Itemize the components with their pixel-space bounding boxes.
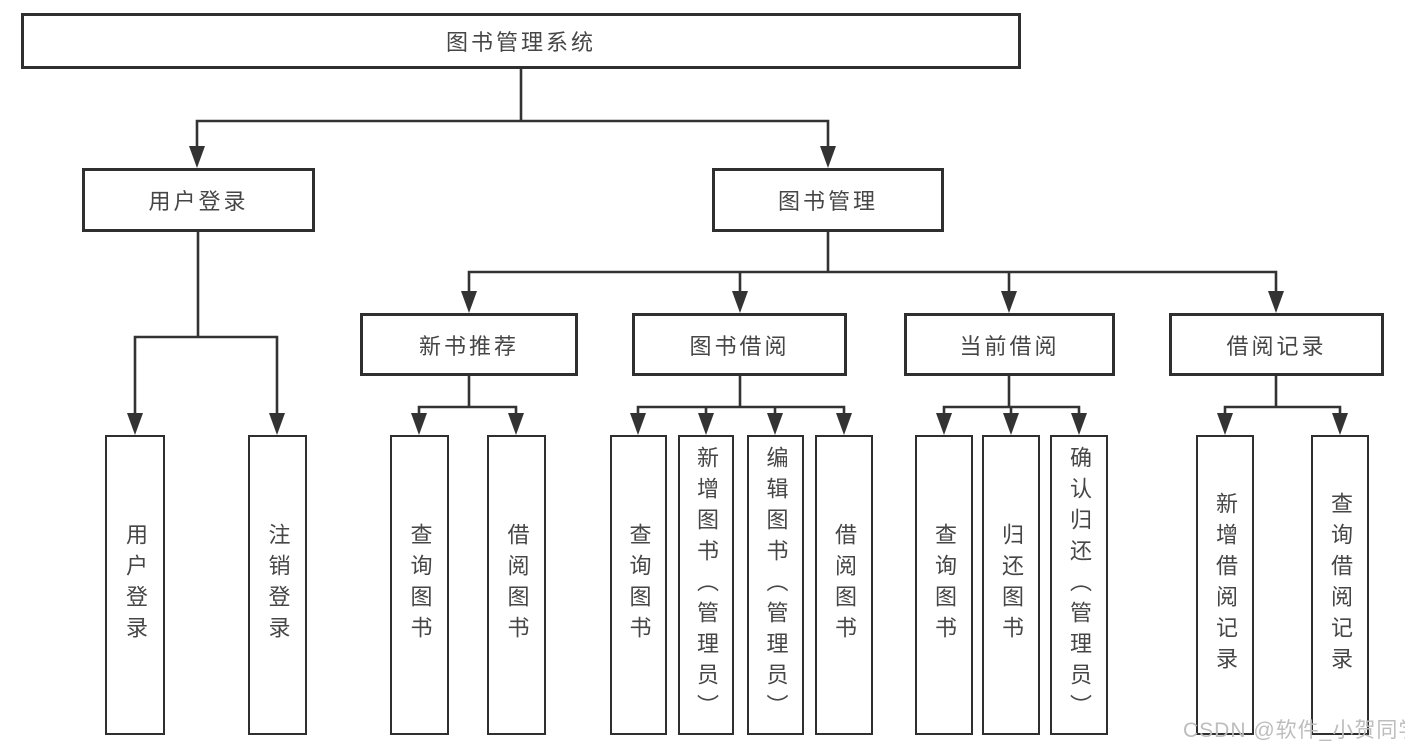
leaf-label: 查询图书 [626, 523, 652, 647]
leaf-query-books-current: 查询图书 [915, 435, 973, 735]
csdn-watermark: CSDN @软件_小贺同学 [1183, 719, 1405, 742]
node-borrow-records: 借阅记录 [1169, 313, 1384, 376]
connector-manage-to-level3 [461, 232, 1284, 313]
leaf-label: 借阅图书 [504, 523, 530, 647]
leaf-label: 注销登录 [265, 523, 291, 647]
leaf-label: 新增图书（管理员） [694, 445, 719, 725]
leaf-confirm-return-admin: 确认归还（管理员） [1050, 435, 1108, 735]
node-library-system: 图书管理系统 [21, 13, 1021, 69]
leaf-label: 确认归还（管理员） [1067, 445, 1092, 725]
node-book-borrow: 图书借阅 [632, 313, 847, 376]
leaf-label: 用户登录 [123, 523, 148, 647]
leaf-query-books-recommend: 查询图书 [390, 435, 449, 735]
connector-login-to-leaves [127, 232, 285, 435]
connector-current-to-leaves [936, 376, 1087, 435]
connector-records-to-leaves [1217, 376, 1348, 435]
leaf-query-books-borrow: 查询图书 [610, 435, 667, 735]
leaf-label: 查询图书 [407, 523, 433, 647]
leaf-label: 归还图书 [999, 523, 1024, 647]
leaf-label: 查询借阅记录 [1328, 492, 1353, 678]
leaf-label: 借阅图书 [832, 523, 857, 647]
leaf-user-login: 用户登录 [105, 435, 165, 735]
leaf-query-borrow-record: 查询借阅记录 [1311, 435, 1369, 735]
connector-borrow-to-leaves [630, 376, 852, 435]
node-current-borrow: 当前借阅 [904, 313, 1115, 376]
leaf-borrow-books-recommend: 借阅图书 [487, 435, 546, 735]
node-user-login: 用户登录 [82, 168, 315, 232]
leaf-borrow-books: 借阅图书 [815, 435, 873, 735]
leaf-label: 新增借阅记录 [1213, 492, 1238, 678]
leaf-label: 查询图书 [932, 523, 957, 647]
connector-recommend-to-leaves [411, 376, 524, 435]
connector-root-to-level2 [189, 69, 836, 168]
leaf-edit-book-admin: 编辑图书（管理员） [747, 435, 804, 735]
node-book-management: 图书管理 [712, 168, 944, 232]
leaf-return-books: 归还图书 [982, 435, 1040, 735]
leaf-logout: 注销登录 [248, 435, 307, 735]
leaf-add-book-admin: 新增图书（管理员） [678, 435, 734, 735]
leaf-label: 编辑图书（管理员） [763, 445, 789, 725]
leaf-add-borrow-record: 新增借阅记录 [1196, 435, 1254, 735]
node-new-book-recommend: 新书推荐 [360, 313, 578, 376]
